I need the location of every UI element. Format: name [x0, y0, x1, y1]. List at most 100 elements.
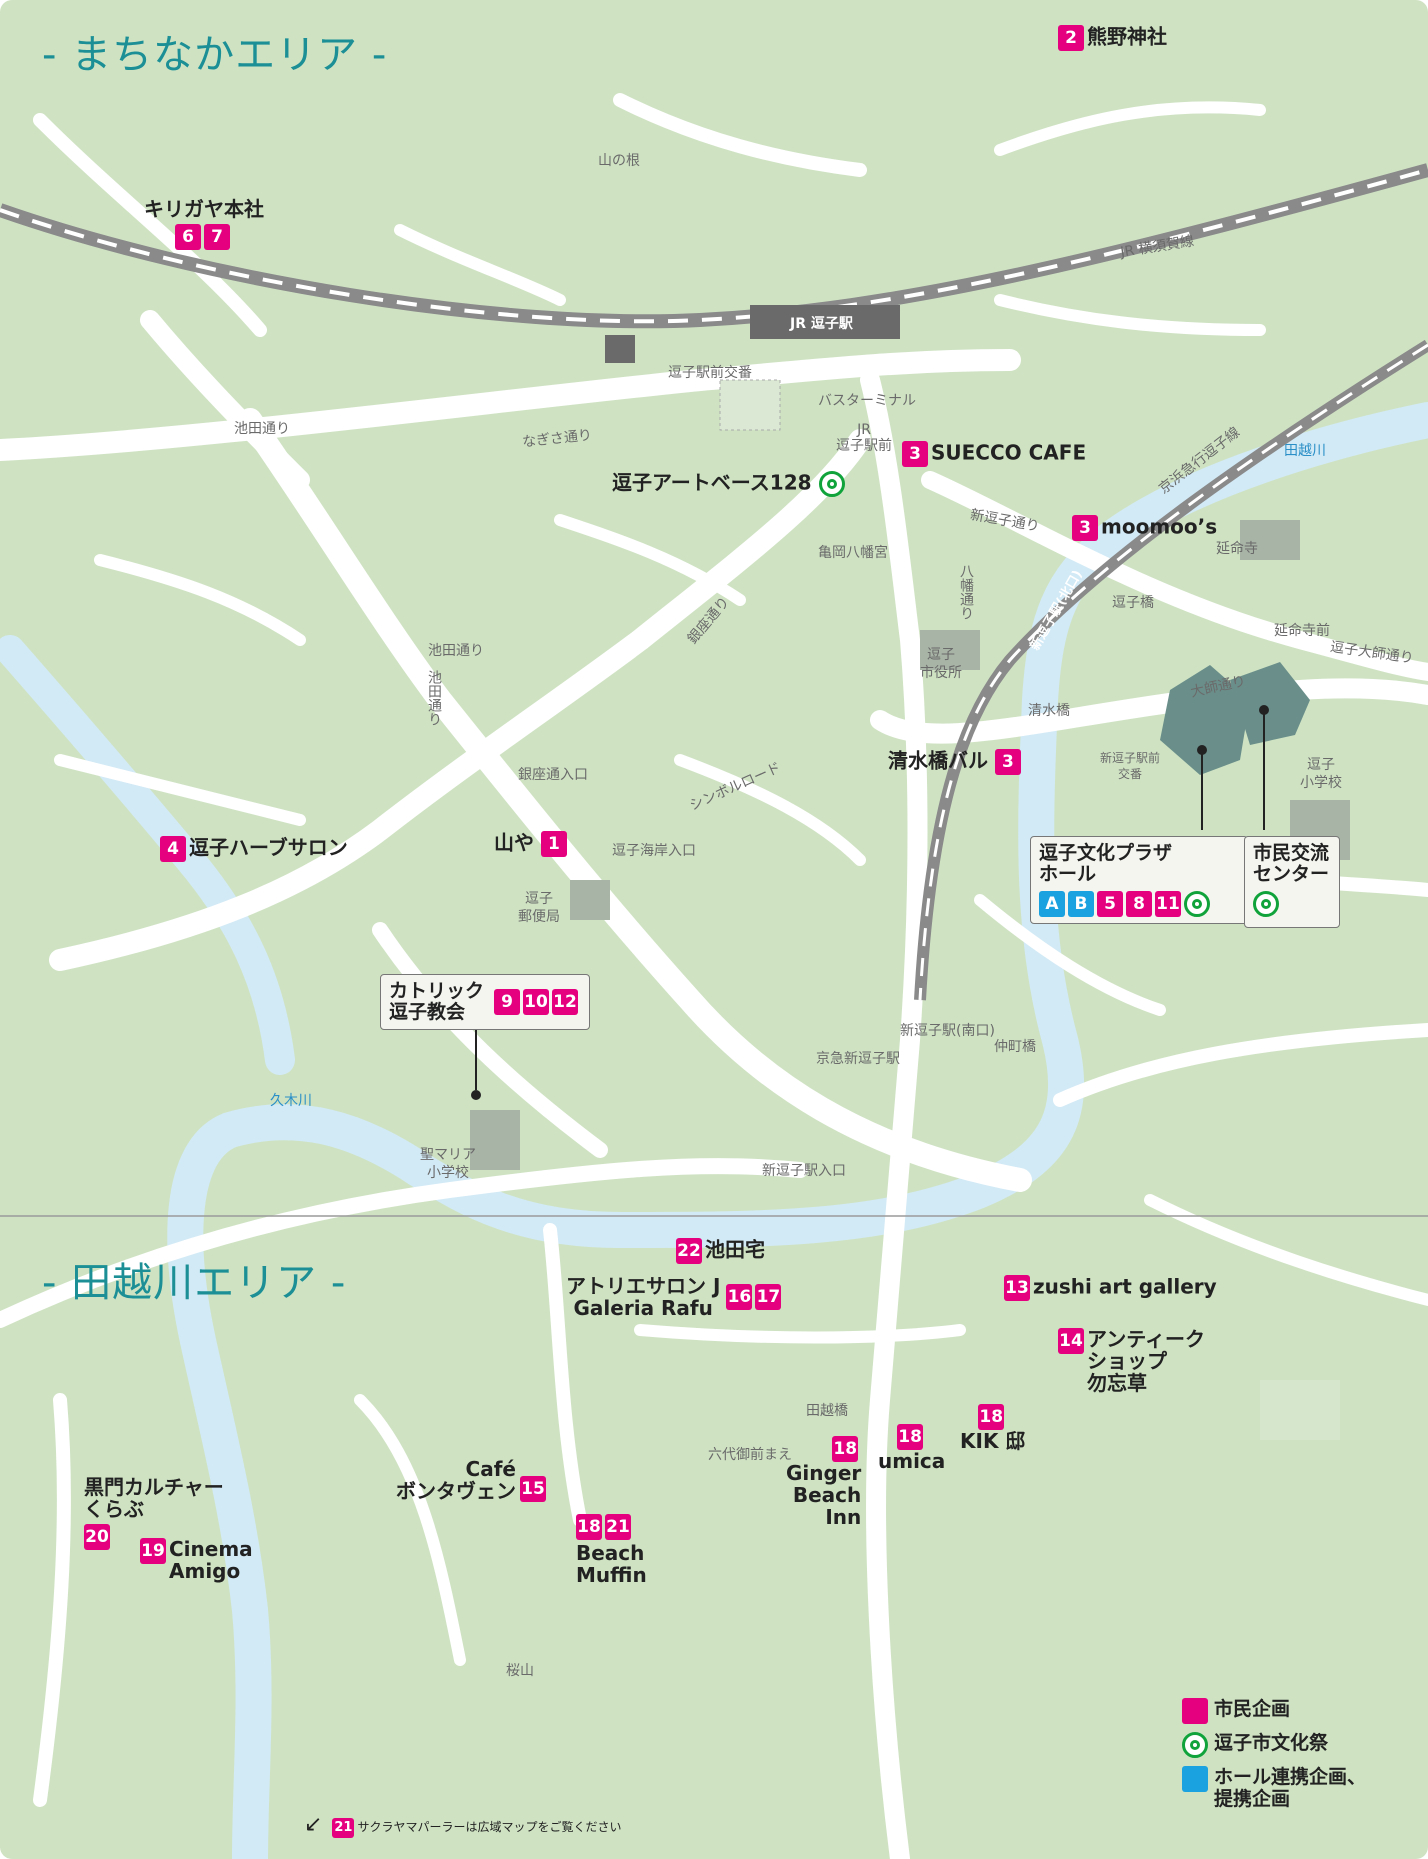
label-kuki-river: 久木川: [270, 1093, 312, 1109]
box-title: 逗子文化プラザ ホール: [1039, 842, 1173, 885]
legend-swatch-pink: [1182, 1698, 1208, 1724]
label-tagoe-bashi: 田越橋: [806, 1403, 848, 1419]
badge-pink: 2: [1058, 25, 1084, 51]
place-name: 黒門カルチャー くらぶ: [84, 1475, 224, 1521]
badge-pink: 6: [175, 224, 201, 250]
badge-pink: 18: [897, 1424, 924, 1450]
festival-icon: [818, 471, 845, 497]
badge-pink: 17: [755, 1284, 782, 1310]
label-shin-zushi-ekimae-koban: 新逗子駅前 交番: [1100, 751, 1161, 781]
place-name: Beach Muffin: [576, 1541, 647, 1587]
place-name: zushi art gallery: [1033, 1274, 1217, 1299]
badge-pink: 10: [523, 989, 550, 1015]
place-name: KIK 邸: [960, 1429, 1026, 1453]
place-name: アトリエサロン J Galeria Rafu: [566, 1274, 721, 1320]
festival-icon: [1253, 891, 1279, 917]
place-zushi-art-base[interactable]: 逗子アートベース128: [612, 471, 845, 497]
place-shimizu-bal[interactable]: 清水橋バル 3: [888, 749, 1024, 775]
badge-pink: 18: [832, 1436, 859, 1462]
label-sakurayama: 桜山: [506, 1663, 534, 1679]
label-zushi-kaigan-iriguchi: 逗子海岸入口: [612, 843, 696, 859]
roads: [0, 93, 1428, 1859]
area-title-south: - 田越川エリア -: [42, 1260, 347, 1306]
badge-pink: 21: [332, 1817, 355, 1838]
place-yamaya[interactable]: 山や 1: [494, 831, 570, 857]
label-bus-terminal: バスターミナル: [818, 393, 916, 409]
place-name: 清水橋バル: [888, 748, 988, 773]
badge-pink: 16: [726, 1284, 753, 1310]
badge-blue: B: [1068, 891, 1094, 917]
label-nakamachi-bashi: 仲町橋: [994, 1039, 1036, 1055]
place-cafe-bontavuen[interactable]: Café ボンタヴェン 15: [396, 1458, 549, 1502]
label-tagoe-river-top: 田越川: [1284, 443, 1326, 459]
label-zushi-bashi: 逗子橋: [1112, 595, 1154, 611]
label-zushi-shiyakusho: 逗子 市役所: [920, 647, 962, 681]
label-hachiman-dori: 八幡通り: [958, 564, 974, 620]
box-shimin-koryu[interactable]: 市民交流 センター: [1244, 836, 1340, 928]
badge-pink: 7: [204, 224, 230, 250]
badge-pink: 3: [994, 749, 1021, 775]
label-ikeda-dori-post: 池田通り: [428, 643, 484, 659]
badge-blue: A: [1039, 891, 1065, 917]
label-ikeda-dori-road: 池田通り: [426, 670, 442, 726]
place-ginger-beach-inn[interactable]: 18 Ginger Beach Inn: [786, 1436, 861, 1528]
label-ginza-dori-iriguchi: 銀座通入口: [518, 767, 588, 783]
legend-text: ホール連携企画、 提携企画: [1214, 1766, 1367, 1810]
arrow-down-left-icon: ↙: [304, 1812, 323, 1837]
place-umica[interactable]: 18 umica: [878, 1424, 945, 1472]
place-name: アンティーク ショップ 勿忘草: [1087, 1327, 1205, 1395]
badge-pink: 15: [520, 1476, 546, 1502]
badge-pink: 19: [140, 1538, 166, 1564]
label-rokudai-gozen-mae: 六代御前まえ: [708, 1447, 792, 1463]
badge-pink: 13: [1004, 1275, 1030, 1301]
legend-row-citizen: 市民企画: [1182, 1698, 1366, 1724]
label-enmeiji: 延命寺: [1216, 541, 1258, 557]
place-name: Café ボンタヴェン: [396, 1457, 516, 1503]
label-keikyu-shin-zushi: 京急新逗子駅: [816, 1051, 900, 1067]
badge-pink: 21: [605, 1514, 631, 1540]
badge-pink: 11: [1155, 891, 1181, 917]
place-name: 池田宅: [705, 1237, 765, 1262]
badge-pink: 1: [540, 831, 567, 857]
label-shin-zushi-minamiguchi: 新逗子駅(南口): [900, 1023, 995, 1039]
place-kik[interactable]: 18 KIK 邸: [960, 1404, 1025, 1452]
place-name: Ginger Beach Inn: [786, 1461, 862, 1529]
label-zushi-yubinkyoku: 逗子 郵便局: [518, 891, 560, 925]
note-text: サクラヤマパーラーは広域マップをご覧ください: [357, 1820, 622, 1834]
pointers: [471, 705, 1269, 1100]
legend-swatch-blue: [1182, 1766, 1208, 1792]
area-title-north: - まちなかエリア -: [42, 32, 388, 78]
place-name: キリガヤ本社: [144, 197, 264, 221]
badge-pink: 12: [552, 989, 579, 1015]
badge-pink: 22: [676, 1238, 702, 1264]
legend-row-festival: 逗子市文化祭: [1182, 1732, 1366, 1758]
label-shimizu-bashi: 清水橋: [1028, 703, 1070, 719]
place-name: 山や: [494, 830, 534, 855]
box-title: 市民交流 センター: [1253, 842, 1330, 885]
place-name: Cinema Amigo: [169, 1537, 253, 1583]
badge-pink: 8: [1126, 891, 1152, 917]
legend-text: 市民企画: [1214, 1698, 1291, 1720]
place-kuromon[interactable]: 黒門カルチャー くらぶ 20: [84, 1476, 224, 1550]
river-tagoe: [0, 402, 1428, 1859]
place-name: moomoo’s: [1101, 514, 1218, 539]
badge-pink: 18: [576, 1514, 602, 1540]
place-name: 熊野神社: [1087, 24, 1167, 49]
badge-pink: 20: [84, 1524, 110, 1550]
railways: [0, 163, 1428, 1001]
festival-icon: [1184, 891, 1210, 917]
